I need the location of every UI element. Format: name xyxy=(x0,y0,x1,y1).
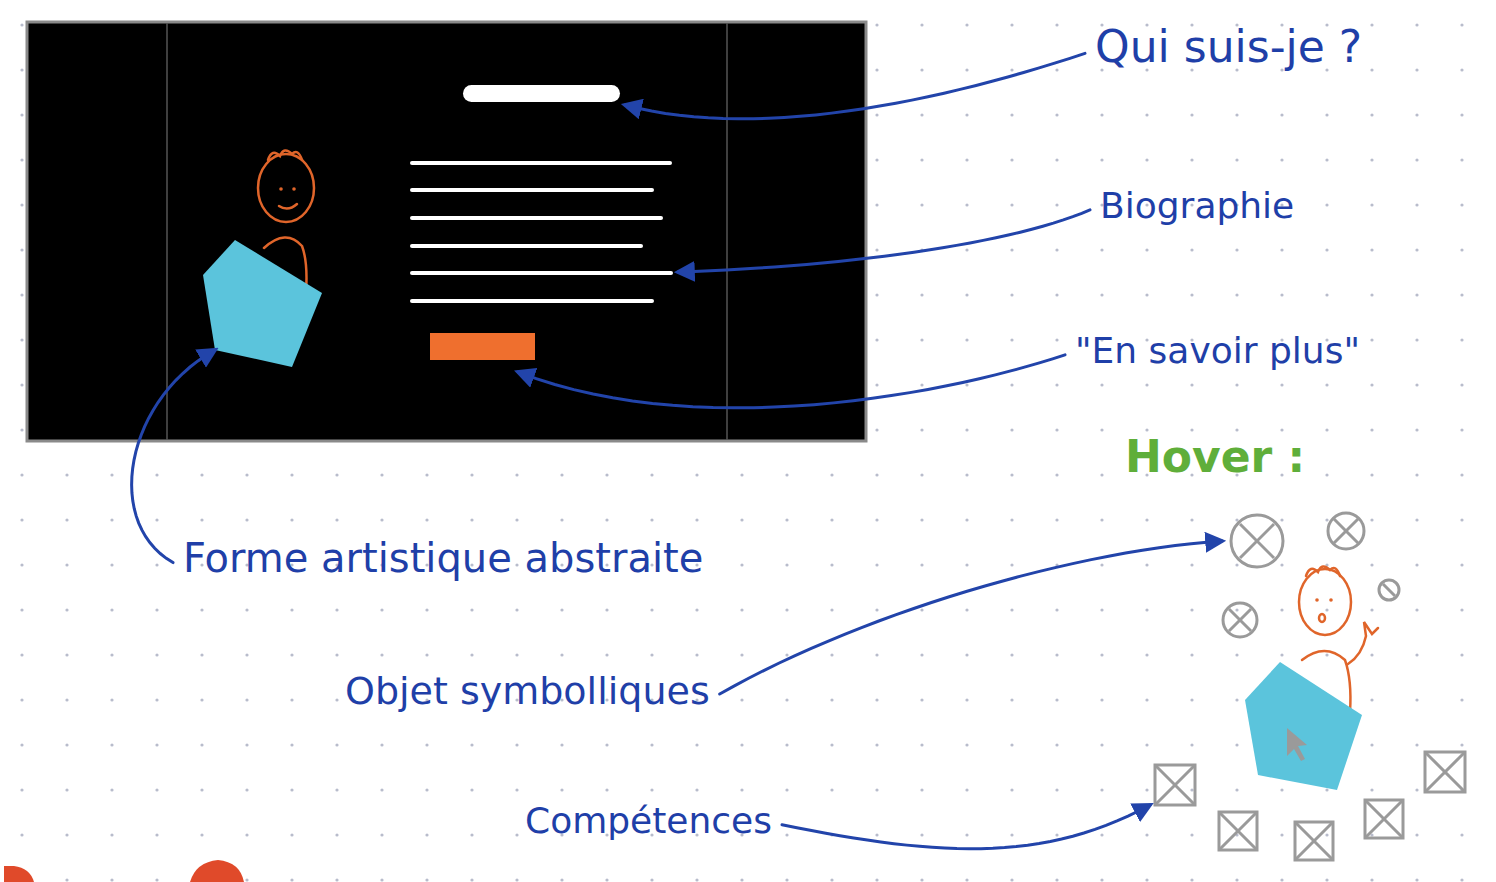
cursor xyxy=(1287,728,1307,761)
eye xyxy=(1315,598,1319,602)
column-line xyxy=(166,23,168,440)
red-fragment xyxy=(4,866,34,882)
text-line xyxy=(412,161,670,165)
head xyxy=(258,154,314,222)
head xyxy=(1299,569,1351,635)
raised-hand xyxy=(1348,622,1378,664)
red-fragment xyxy=(190,860,244,882)
wireframe xyxy=(27,22,866,441)
circled-x xyxy=(1231,515,1283,567)
text-line xyxy=(412,216,661,220)
hair xyxy=(268,150,302,160)
leader-arrow xyxy=(782,805,1150,849)
annotation-label: Qui suis-je ? xyxy=(1095,22,1362,73)
circled-x xyxy=(1328,513,1364,549)
eye xyxy=(279,187,283,191)
hover-figure xyxy=(1155,513,1465,860)
annotation-label: Compétences xyxy=(525,800,772,841)
screen-frame xyxy=(27,22,866,441)
hair xyxy=(1306,566,1340,576)
column-line xyxy=(726,23,728,440)
cut-off-heading xyxy=(4,860,244,882)
circled-x xyxy=(1223,603,1257,637)
eye xyxy=(292,187,296,191)
leader-arrow xyxy=(625,53,1085,118)
button xyxy=(430,333,535,360)
boxed-x xyxy=(1155,765,1195,805)
eye xyxy=(1329,598,1333,602)
abstract-shape xyxy=(203,240,322,367)
text-line xyxy=(412,188,652,192)
symbol-objects xyxy=(1223,513,1399,637)
text-lines xyxy=(412,163,671,301)
leader-arrow xyxy=(720,541,1222,694)
title-bar xyxy=(463,85,620,102)
leader-arrow xyxy=(518,355,1065,408)
leader-arrow xyxy=(678,210,1090,272)
boxed-x xyxy=(1295,822,1333,860)
boxed-x xyxy=(1425,752,1465,792)
annotation-label: Forme artistique abstraite xyxy=(183,535,703,581)
annotation-label: "En savoir plus" xyxy=(1075,330,1360,371)
text-line xyxy=(412,271,671,275)
annotation-label: Objet symbolliques xyxy=(345,670,710,714)
circled-x xyxy=(1379,580,1399,600)
boxed-x xyxy=(1219,812,1257,850)
mouth xyxy=(1319,614,1325,622)
annotation-label: Biographie xyxy=(1100,185,1294,226)
abstract-shape xyxy=(1245,662,1362,790)
state-label: Hover : xyxy=(1125,432,1305,483)
mouth xyxy=(279,204,297,209)
boxed-x xyxy=(1365,800,1403,838)
text-line xyxy=(412,244,641,248)
leader-arrow xyxy=(132,350,215,563)
text-line xyxy=(412,299,652,303)
